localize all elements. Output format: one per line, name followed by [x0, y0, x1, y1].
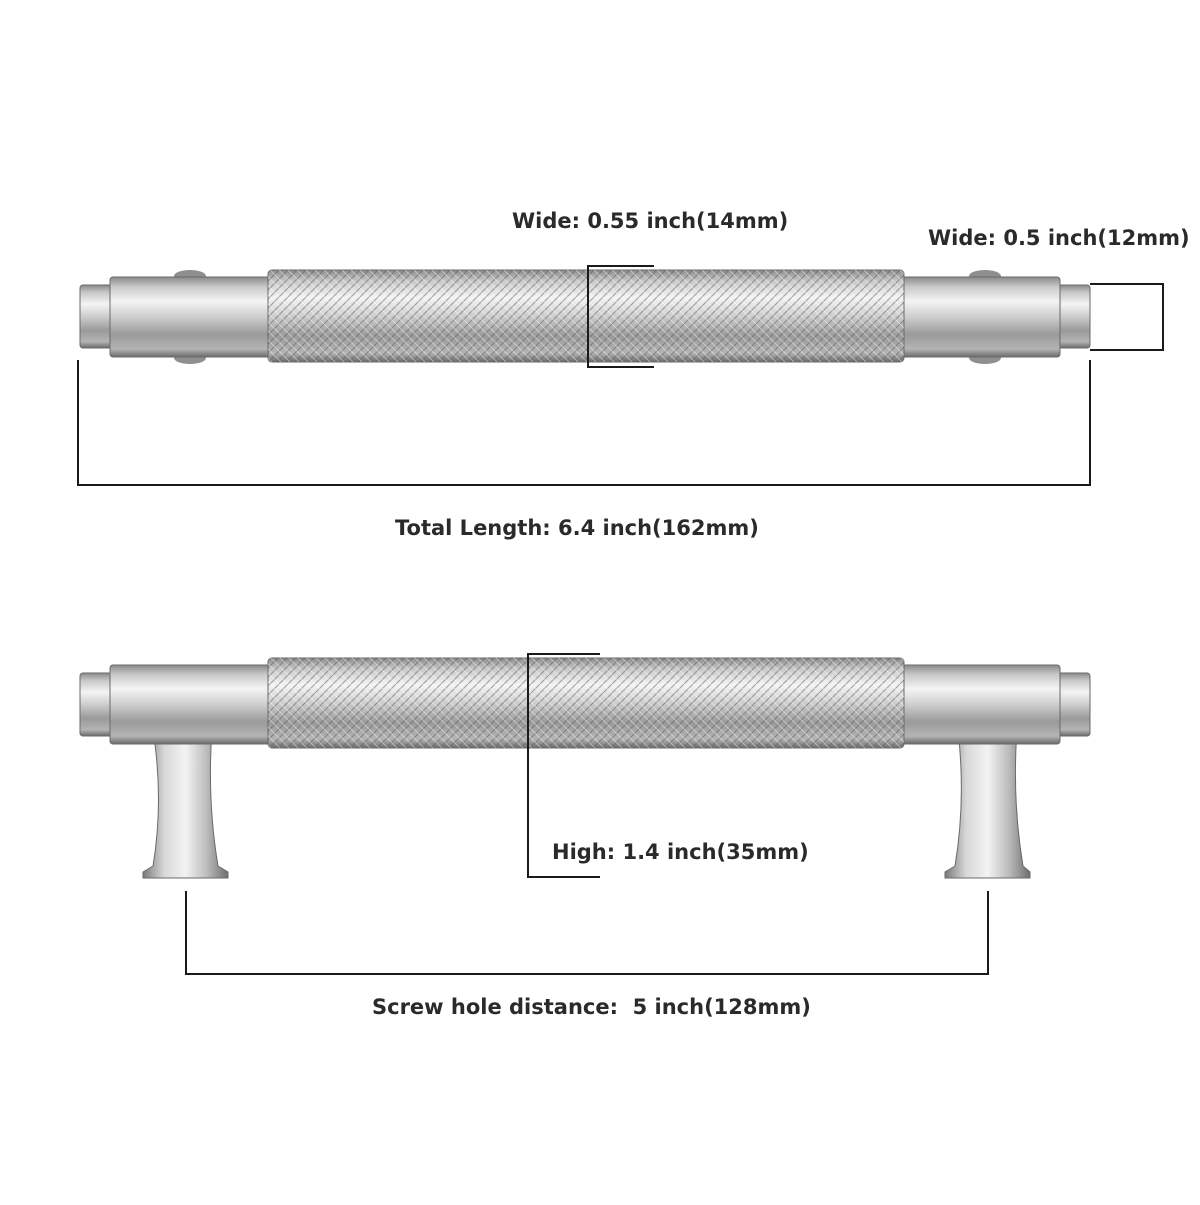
top-shaft-left	[109, 276, 273, 358]
grip-width-bracket	[587, 265, 654, 368]
grip-width-label: Wide: 0.55 inch(14mm)	[512, 209, 789, 233]
total-length-label: Total Length: 6.4 inch(162mm)	[395, 516, 759, 540]
height-label: High: 1.4 inch(35mm)	[552, 840, 809, 864]
side-shaft-left	[109, 664, 273, 745]
total-length-bracket	[77, 360, 1091, 486]
end-width-bracket	[1090, 283, 1164, 351]
side-end-cap-left	[79, 672, 113, 737]
top-end-cap-right	[1057, 284, 1091, 349]
top-end-cap-left	[79, 284, 113, 349]
side-post-left	[142, 729, 229, 879]
side-end-cap-right	[1057, 672, 1091, 737]
top-view-handle	[77, 265, 1164, 486]
screw-hole-distance-label: Screw hole distance: 5 inch(128mm)	[372, 995, 811, 1019]
side-view-handle	[79, 653, 1091, 975]
side-post-right	[944, 729, 1031, 879]
height-bracket	[527, 653, 600, 878]
end-width-label: Wide: 0.5 inch(12mm)	[928, 226, 1190, 250]
screw-hole-distance-bracket	[185, 891, 989, 975]
top-shaft-right	[899, 276, 1061, 358]
side-shaft-right	[899, 664, 1061, 745]
